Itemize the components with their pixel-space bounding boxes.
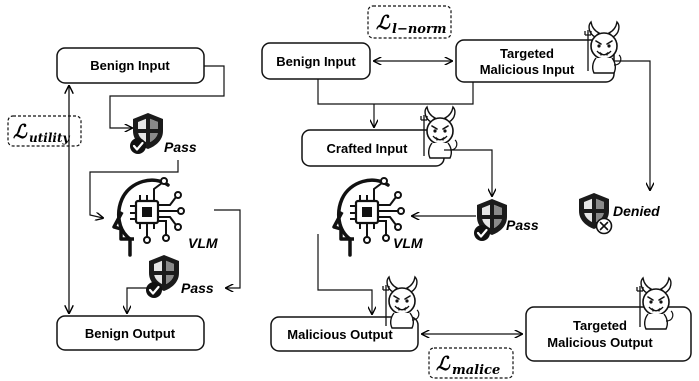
loss-utility-subscript: utility — [29, 131, 70, 145]
right-benign-input-box — [261, 42, 371, 80]
loss-l-norm-box — [367, 5, 452, 39]
left-panel: Benign Input Benign Output ℒ utility Pas… — [7, 47, 241, 351]
loss-malice-box — [428, 347, 514, 379]
malicious-output-box — [270, 316, 419, 352]
loss-malice-symbol: ℒ — [436, 353, 451, 375]
targeted-malicious-output-box — [525, 306, 692, 362]
targeted-malicious-output-line1: Targeted — [573, 318, 627, 333]
left-benign-output-label: Benign Output — [85, 326, 176, 341]
right-vlm-label: VLM — [393, 235, 423, 251]
left-benign-input-label: Benign Input — [90, 58, 170, 73]
targeted-malicious-input-line1: Targeted — [500, 46, 554, 61]
ai-head-chip-icon — [112, 176, 186, 257]
loss-utility-box — [7, 115, 82, 147]
shield-icon — [472, 199, 507, 243]
loss-utility-symbol: ℒ — [13, 121, 28, 143]
loss-l-norm-symbol: ℒ — [376, 12, 391, 34]
targeted-malicious-input-line2: Malicious Input — [480, 62, 575, 77]
shield-icon — [579, 193, 613, 235]
loss-l-norm-subscript: l−norm — [392, 22, 447, 37]
pass-top-label: Pass — [164, 139, 197, 155]
shield-icon — [144, 255, 179, 300]
left-benign-output-box — [56, 315, 205, 351]
right-pass-label: Pass — [506, 217, 539, 233]
left-vlm-label: VLM — [188, 235, 218, 251]
loss-malice-subscript: malice — [452, 363, 500, 378]
malicious-output-label: Malicious Output — [287, 327, 393, 342]
shield-icon — [128, 113, 163, 156]
pass-bottom-label: Pass — [181, 280, 214, 296]
right-benign-input-label: Benign Input — [276, 54, 356, 69]
right-panel: ℒ l−norm Benign Input Targeted Malicious… — [261, 5, 692, 379]
targeted-malicious-output-line2: Malicious Output — [547, 335, 653, 350]
denied-label: Denied — [613, 203, 660, 219]
crafted-input-label: Crafted Input — [327, 141, 409, 156]
